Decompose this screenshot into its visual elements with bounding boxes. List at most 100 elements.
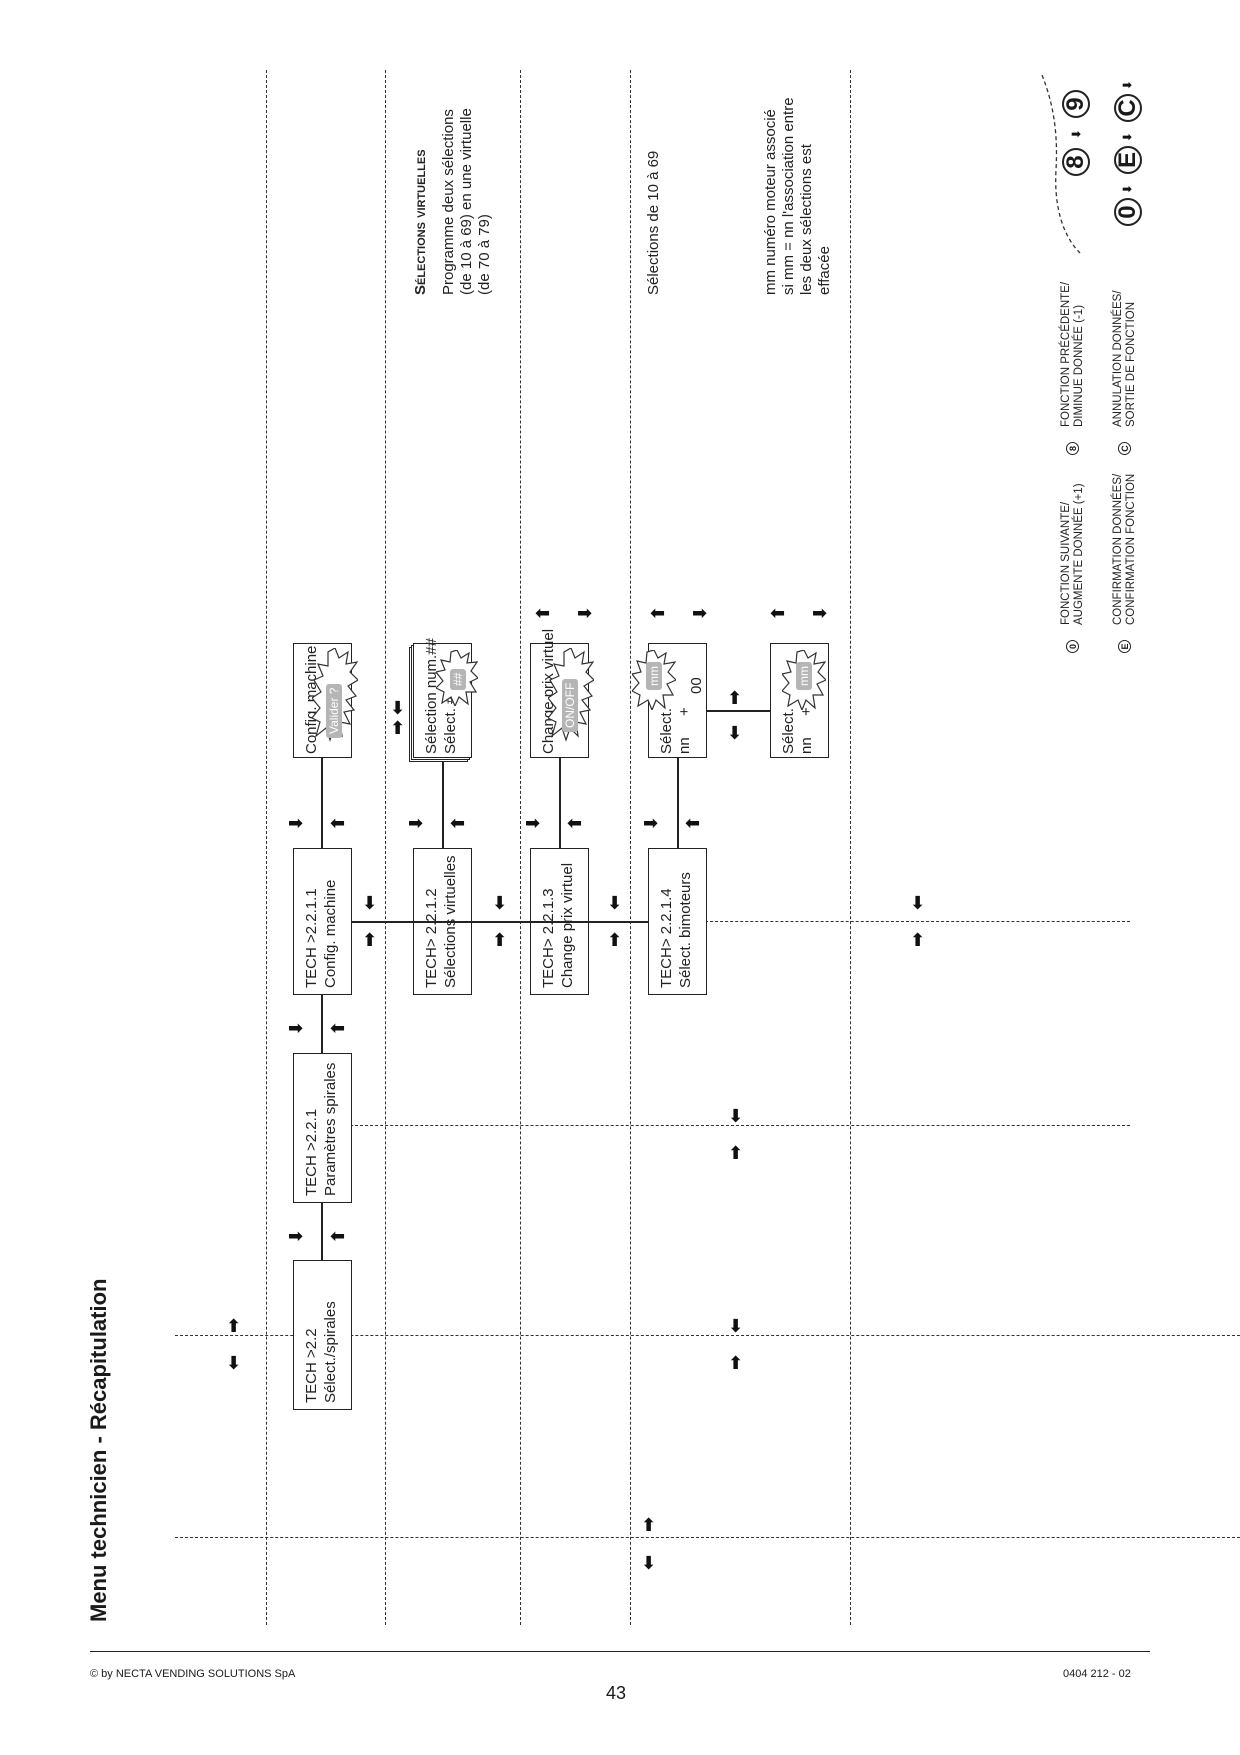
footer-rule [90, 1651, 1150, 1652]
legend-next: FONCTION SUIVANTE/AUGMENTE DONNÉE (+1) [1060, 483, 1085, 625]
grid-hline [175, 1537, 1240, 1538]
footer-copyright: © by NECTA VENDING SOLUTIONS SpA [90, 1668, 296, 1680]
arrow-right-icon: ➡ [288, 1226, 304, 1247]
legend-confirm: CONFIRMATION DONNÉES/CONFIRMATION FONCTI… [1112, 473, 1137, 625]
arrow-down-icon: ⬇ [728, 1106, 744, 1127]
arrow-right-icon: ➡ [525, 813, 541, 834]
legend-prev: FONCTION PRÉCÉDENTE/DIMINUE DONNÉE (-1) [1060, 281, 1085, 427]
note-prix: Sélections de 10 à 69 [645, 150, 662, 295]
connector [442, 758, 444, 848]
arrow-left-icon: ⬅ [330, 1018, 346, 1039]
arrow-down-icon: ⬇ [492, 893, 508, 914]
arrow-down-icon: ⬇ [728, 1316, 744, 1337]
grid-vline [520, 70, 521, 1625]
arrow-down-icon: ⬇ [226, 1353, 242, 1374]
arrow-up-icon: ⬆ [727, 688, 743, 709]
arrow-down-icon: ⬇ [607, 893, 623, 914]
arrow-up-icon: ⬆ [641, 1515, 657, 1536]
arrow-up-icon: ⬆ [226, 1316, 242, 1337]
page-number: 43 [606, 1683, 627, 1703]
connector [352, 921, 648, 923]
arrow-up-icon: ⬆ [492, 930, 508, 951]
screen-label-nn: nn [798, 737, 815, 754]
grid-vline [850, 70, 851, 1625]
arrow-right-icon: ➡ [577, 603, 593, 624]
connector [677, 758, 679, 848]
arrow-left-icon: ⬅ [330, 1226, 346, 1247]
arrow-right-small-icon: ➡ [1122, 182, 1133, 196]
connector [321, 995, 323, 1053]
arrow-left-icon: ⬅ [650, 603, 666, 624]
page-title: Menu technicien - Récapitulation [86, 1278, 111, 1622]
value-field[interactable]: ## [450, 668, 466, 690]
arrow-down-icon: ⬇ [390, 698, 406, 719]
note-bimoteurs: mm numéro moteur associé si mm = nn l'as… [762, 97, 833, 295]
screen-plus: + [676, 707, 693, 716]
key-e-small-icon: E [1118, 640, 1131, 653]
connector [321, 1203, 323, 1260]
arrow-right-icon: ➡ [288, 813, 304, 834]
connector [559, 758, 561, 848]
arrow-down-icon: ⬇ [727, 723, 743, 744]
key-8-small-icon: 8 [1066, 442, 1079, 455]
keypad-curve-icon [1041, 75, 1081, 254]
arrow-right-icon: ➡ [288, 1018, 304, 1039]
arrow-right-icon: ➡ [643, 813, 659, 834]
arrow-right-small-icon: ➡ [1071, 127, 1082, 141]
arrow-right-icon: ➡ [812, 603, 828, 624]
arrow-left-icon: ⬅ [685, 813, 701, 834]
grid-vline [385, 70, 386, 1625]
grid-vline [630, 70, 631, 1625]
arrow-left-icon: ⬅ [535, 603, 551, 624]
arrow-left-icon: ⬅ [770, 603, 786, 624]
confirm-prompt[interactable]: Valider ? [326, 683, 342, 738]
screen-label: Sélect. [780, 708, 797, 754]
key-e-icon: E [1114, 146, 1142, 174]
grid-hline [175, 1335, 1240, 1336]
note-virtual-body: Programme deux sélections (de 10 à 69) e… [440, 108, 493, 295]
grid-hline [340, 1125, 1130, 1126]
toggle-on-off[interactable]: ON/OFF [562, 678, 578, 732]
note-virtual-title: Sélections virtuelles [412, 149, 429, 295]
arrow-up-icon: ⬆ [362, 930, 378, 951]
key-8-icon: 8 [1062, 148, 1090, 176]
arrow-left-icon: ⬅ [567, 813, 583, 834]
arrow-up-icon: ⬆ [390, 718, 406, 739]
arrow-down-icon: ⬇ [910, 893, 926, 914]
motor-field[interactable]: mm [796, 662, 812, 690]
arrow-down-icon: ⬇ [641, 1553, 657, 1574]
arrow-left-icon: ⬅ [330, 813, 346, 834]
arrow-right-icon: ➡ [408, 813, 424, 834]
key-c-icon: C [1114, 94, 1142, 122]
legend-cancel: ANNULATION DONNÉES/SORTIE DE FONCTION [1112, 290, 1137, 427]
arrow-right-small-icon: ➡ [1122, 130, 1133, 144]
connector [707, 710, 770, 712]
grid-hline [700, 921, 1130, 922]
key-0-small-icon: 0 [1066, 640, 1079, 653]
arrow-down-icon: ⬇ [362, 893, 378, 914]
footer-doc-code: 0404 212 - 02 [1063, 1668, 1131, 1680]
arrow-up-icon: ⬆ [728, 1143, 744, 1164]
arrow-right-small-icon: ➡ [1122, 78, 1133, 92]
key-9-icon: 9 [1062, 90, 1090, 118]
screen-label: Sélect. [658, 708, 675, 754]
arrow-right-icon: ➡ [692, 603, 708, 624]
arrow-left-icon: ⬅ [450, 813, 466, 834]
arrow-up-icon: ⬆ [607, 930, 623, 951]
key-c-small-icon: C [1118, 442, 1131, 455]
arrow-up-icon: ⬆ [728, 1353, 744, 1374]
grid-vline [266, 70, 267, 1625]
screen-label-nn: nn [676, 737, 693, 754]
key-0-icon: 0 [1114, 198, 1142, 226]
motor-field[interactable]: mm [646, 662, 662, 690]
arrow-up-icon: ⬆ [910, 930, 926, 951]
